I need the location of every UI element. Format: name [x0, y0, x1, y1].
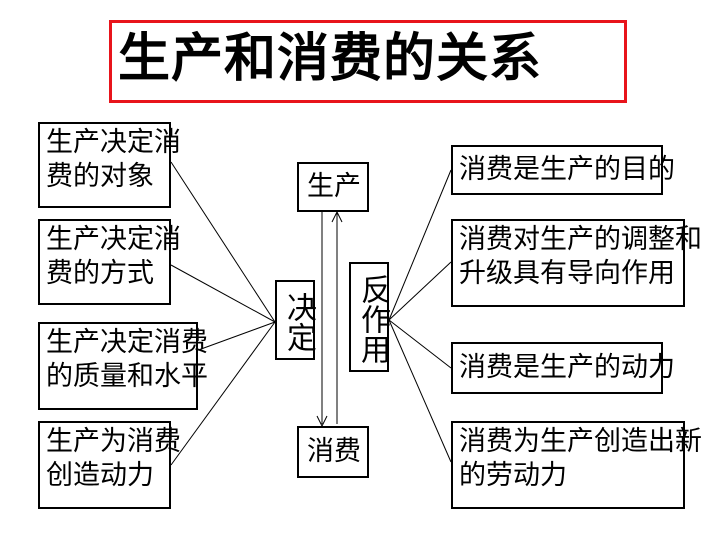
consumption-label: 消费 [307, 436, 361, 467]
right-item-line2: 的劳动力 [459, 460, 567, 491]
left-item-line1: 生产决定消 [46, 224, 181, 255]
left-item-line2: 的质量和水平 [46, 361, 208, 392]
left-item-line1: 生产决定消 [46, 127, 181, 158]
left-item-line2: 创造动力 [46, 460, 154, 491]
decides-box: 决定 [275, 280, 316, 360]
right-item-labor: 消费为生产创造出新 的劳动力 [451, 421, 702, 509]
left-item-motivation: 生产为消费 创造动力 [38, 421, 181, 509]
right-item-driver: 消费是生产的动力 [451, 342, 675, 394]
right-item-line1: 消费为生产创造出新 [459, 426, 702, 457]
left-item-quality: 生产决定消费 的质量和水平 [38, 322, 208, 410]
right-item-line1: 消费是生产的动力 [459, 352, 675, 383]
right-item-guidance: 消费对生产的调整和 升级具有导向作用 [451, 219, 702, 307]
right-item-line1: 消费对生产的调整和 [459, 224, 702, 255]
left-item-line2: 费的方式 [46, 258, 154, 289]
right-item-line2: 升级具有导向作用 [459, 258, 675, 289]
production-box: 生产 [297, 162, 369, 212]
reacts-box: 反作用 [349, 262, 390, 372]
left-item-object: 生产决定消 费的对象 [38, 122, 181, 208]
decides-label: 决定 [281, 292, 316, 352]
title-frame [109, 20, 627, 103]
right-item-line1: 消费是生产的目的 [459, 154, 675, 185]
left-item-method: 生产决定消 费的方式 [38, 219, 181, 305]
consumption-box: 消费 [297, 426, 369, 478]
reacts-label: 反作用 [355, 274, 390, 364]
left-item-line1: 生产决定消费 [46, 327, 208, 358]
production-label: 生产 [307, 171, 361, 202]
left-item-line2: 费的对象 [46, 161, 154, 192]
left-item-line1: 生产为消费 [46, 426, 181, 457]
right-item-purpose: 消费是生产的目的 [451, 145, 675, 195]
page-title: 生产和消费的关系 [118, 29, 543, 89]
